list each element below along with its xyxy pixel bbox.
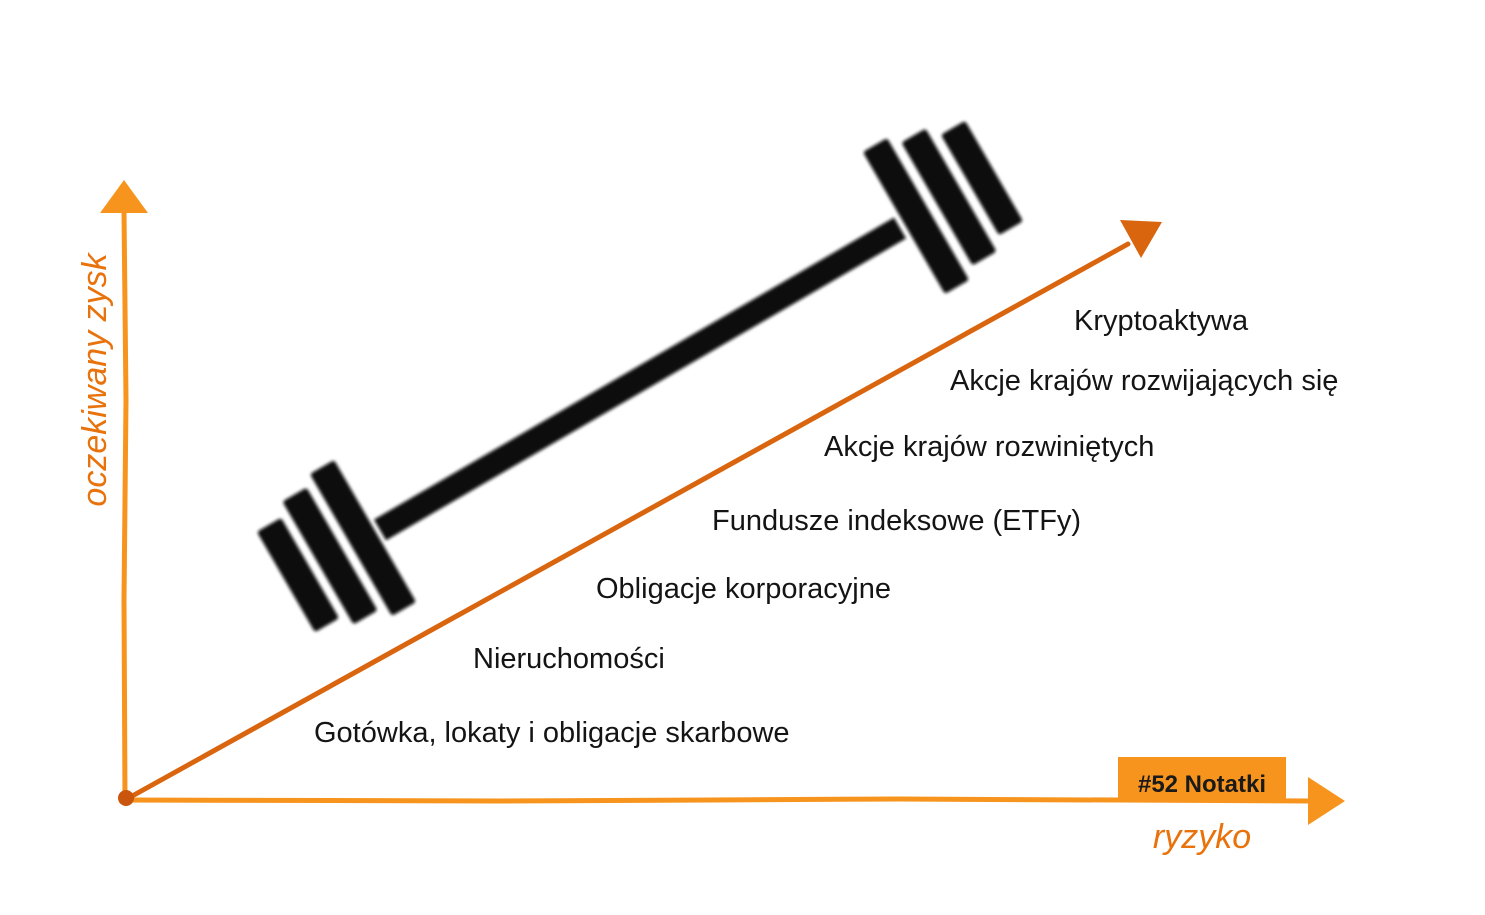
barbell-bar — [373, 217, 907, 541]
barbell-plate — [941, 121, 1023, 235]
x-axis-arrowhead — [1308, 777, 1345, 825]
notatki-badge: #52 Notatki — [1118, 757, 1286, 801]
y-axis — [100, 180, 148, 803]
barbell-plate — [863, 139, 969, 293]
asset-label: Akcje krajów rozwiniętych — [824, 431, 1154, 463]
asset-label: Akcje krajów rozwijających się — [950, 365, 1338, 397]
asset-list: Gotówka, lokaty i obligacje skarbowe Nie… — [314, 305, 1338, 749]
x-axis-label: ryzyko — [1153, 818, 1251, 856]
x-axis — [122, 777, 1345, 825]
barbell-plate — [257, 518, 339, 632]
asset-label: Kryptoaktywa — [1074, 305, 1249, 337]
y-axis-arrowhead — [100, 180, 148, 213]
barbell-icon — [257, 121, 1023, 632]
barbell-plate — [902, 129, 996, 265]
asset-label: Fundusze indeksowe (ETFy) — [712, 505, 1081, 537]
y-axis-label: oczekiwany zysk — [76, 251, 114, 506]
diagonal-arrow — [122, 220, 1162, 803]
badge-background — [1118, 757, 1286, 801]
barbell-plate — [283, 488, 377, 624]
asset-label: Nieruchomości — [473, 643, 665, 675]
diagonal-arrowhead — [1120, 220, 1162, 258]
barbell-plate — [310, 461, 416, 615]
asset-label: Gotówka, lokaty i obligacje skarbowe — [314, 717, 790, 749]
origin-point — [118, 790, 134, 806]
badge-text: #52 Notatki — [1138, 771, 1266, 798]
asset-label: Obligacje korporacyjne — [596, 573, 891, 605]
